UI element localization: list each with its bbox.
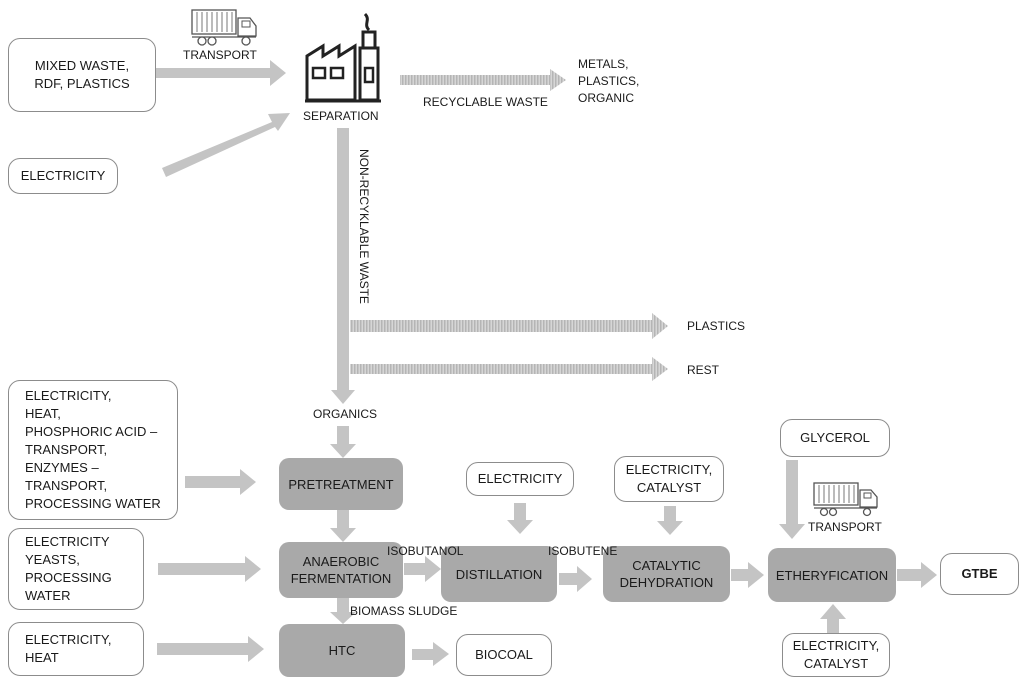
separation-label: SEPARATION [303, 109, 379, 123]
transport-top-label: TRANSPORT [183, 48, 257, 62]
pretreatment-inputs-box: ELECTRICITY, HEAT, PHOSPHORIC ACID – TRA… [8, 380, 178, 520]
organics-label: ORGANICS [313, 407, 378, 421]
arrow-dehydration-input [657, 506, 683, 535]
arrow-non-recyclable-shaft [337, 128, 349, 390]
isobutene-label: ISOBUTENE [548, 544, 618, 558]
arrow-rest [350, 357, 668, 381]
arrow-distillation-to-dehydration [559, 566, 592, 592]
gtbe-box: GTBE [940, 553, 1019, 595]
electricity-top-box: ELECTRICITY [8, 158, 118, 194]
arrow-distillation-input [507, 503, 533, 534]
non-recyclable-waste-label: NON-RECYKLABLE WASTE [357, 149, 371, 304]
htc-inputs-box: ELECTRICITY, HEAT [8, 622, 144, 676]
mixed-waste-box: MIXED WASTE, RDF, PLASTICS [8, 38, 156, 112]
arrow-glycerol-input [779, 460, 805, 539]
etherification-label: ETHERYFICATION [775, 567, 889, 583]
distillation-label: DISTILLATION [455, 566, 543, 582]
arrow-etherification-to-gtbe [897, 562, 937, 588]
biocoal-label: BIOCOAL [475, 647, 533, 662]
arrow-dehydration-to-etherification [731, 562, 764, 588]
pretreatment-label: PRETREATMENT [288, 476, 394, 492]
arrow-plastics [350, 313, 668, 339]
dehydration-input-box: ELECTRICITY, CATALYST [614, 456, 724, 502]
arrow-htc-inputs [157, 636, 264, 662]
arrow-mixed-to-separation [155, 60, 286, 86]
dehydration-input-label: ELECTRICITY, CATALYST [625, 462, 713, 495]
recyclable-waste-label: RECYCLABLE WASTE [423, 95, 548, 109]
arrow-fermentation-inputs [158, 556, 261, 582]
htc-process: HTC [279, 624, 405, 677]
arrow-etherification-input [820, 604, 846, 633]
plastics-output-label: PLASTICS [687, 319, 746, 333]
distillation-input-label: ELECTRICITY [477, 471, 563, 486]
etherification-process: ETHERYFICATION [768, 548, 896, 602]
glycerol-box: GLYCEROL [780, 419, 890, 457]
truck-icon [191, 9, 257, 46]
fermentation-process: ANAEROBIC FERMENTATION [279, 542, 403, 598]
fermentation-inputs-label: ELECTRICITY YEASTS, PROCESSING WATER [25, 534, 112, 603]
htc-inputs-label: ELECTRICITY, HEAT [25, 632, 112, 665]
arrow-organics-to-pretreatment [330, 426, 356, 458]
factory-icon [305, 12, 381, 103]
arrow-pretreatment-inputs [185, 469, 256, 495]
fermentation-inputs-box: ELECTRICITY YEASTS, PROCESSING WATER [8, 528, 144, 610]
rest-output-label: REST [687, 363, 720, 377]
pretreatment-process: PRETREATMENT [279, 458, 403, 510]
biocoal-box: BIOCOAL [456, 634, 552, 676]
arrow-pretreatment-to-fermentation [330, 510, 356, 542]
pretreatment-inputs-label: ELECTRICITY, HEAT, PHOSPHORIC ACID – TRA… [25, 388, 161, 511]
distillation-process: DISTILLATION [441, 546, 557, 602]
arrow-fermentation-to-htc [330, 598, 356, 624]
biomass-sludge-label: BIOMASS SLUDGE [350, 604, 458, 618]
etherification-input-label: ELECTRICITY, CATALYST [792, 638, 880, 671]
etherification-input-box: ELECTRICITY, CATALYST [782, 633, 890, 677]
electricity-top-label: ELECTRICITY [20, 168, 106, 183]
fermentation-label: ANAEROBIC FERMENTATION [290, 554, 392, 586]
arrow-fermentation-to-distillation [404, 556, 441, 582]
arrow-electricity-to-separation [162, 113, 290, 177]
mixed-waste-label: MIXED WASTE, RDF, PLASTICS [34, 58, 130, 91]
distillation-input-box: ELECTRICITY [466, 462, 574, 496]
dehydration-process: CATALYTIC DEHYDRATION [603, 546, 730, 602]
glycerol-label: GLYCEROL [800, 430, 870, 445]
transport-glycerol-label: TRANSPORT [808, 520, 882, 534]
dehydration-label: CATALYTIC DEHYDRATION [619, 558, 714, 590]
arrow-recyclable-waste [400, 69, 566, 91]
htc-label: HTC [328, 643, 356, 658]
isobutanol-label: ISOBUTANOL [387, 544, 464, 558]
truck-icon [813, 482, 878, 517]
arrow-non-recyclable-head [331, 390, 355, 404]
arrow-htc-to-biocoal [412, 642, 449, 666]
recyclables-output-label: METALS, PLASTICS, ORGANIC [578, 57, 640, 105]
gtbe-label: GTBE [961, 566, 998, 581]
